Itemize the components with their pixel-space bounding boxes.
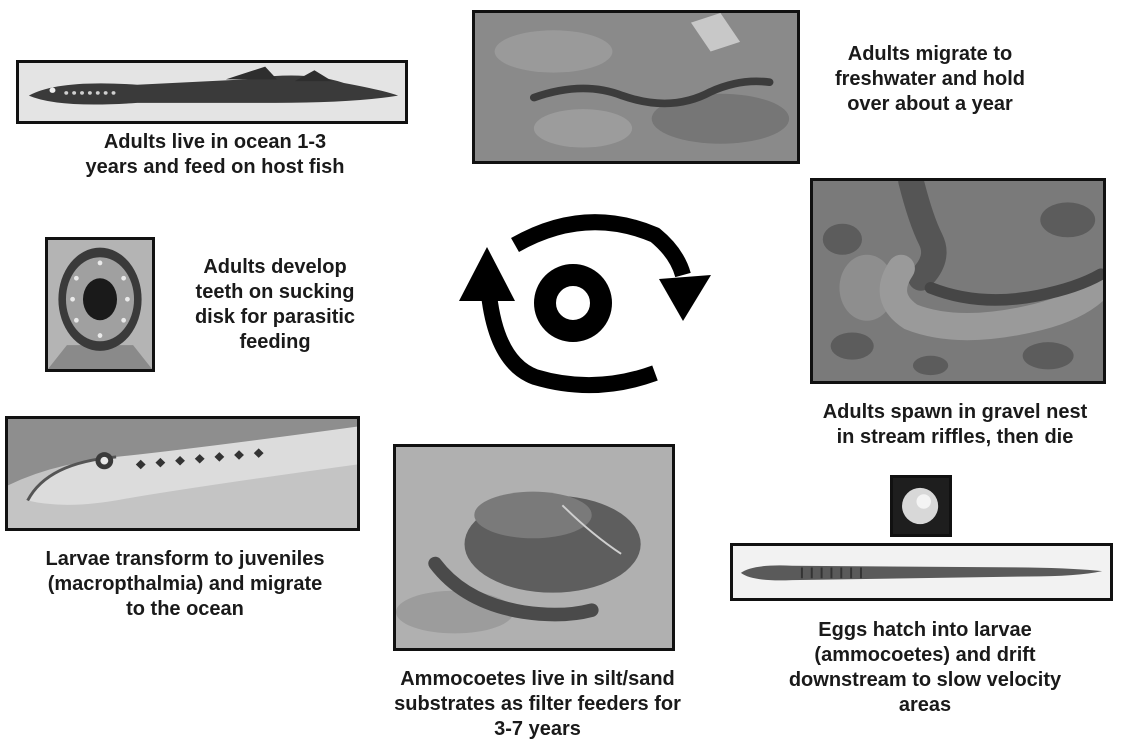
teeth-photo: [45, 237, 155, 372]
freshwater-migration-photo: [472, 10, 800, 164]
spawning-caption: Adults spawn in gravel nest in stream ri…: [795, 400, 1115, 450]
ocean-adult-photo: [16, 60, 408, 124]
ocean-adult-caption: Adults live in ocean 1-3 years and feed …: [30, 130, 400, 180]
circular-arrows-icon: [445, 205, 715, 405]
egg-hatch-caption: Eggs hatch into larvae (ammocoetes) and …: [745, 618, 1105, 718]
spawning-photo: [810, 178, 1106, 384]
freshwater-migration-caption: Adults migrate to freshwater and hold ov…: [815, 42, 1045, 117]
ammocoete-caption: Ammocoetes live in silt/sand substrates …: [365, 667, 710, 742]
transformation-photo: [5, 416, 360, 531]
teeth-caption: Adults develop teeth on sucking disk for…: [175, 255, 375, 355]
egg-photo: [890, 475, 952, 537]
larva-photo: [730, 543, 1113, 601]
ammocoete-photo: [393, 444, 675, 651]
transformation-caption: Larvae transform to juveniles (macroptha…: [10, 547, 360, 622]
